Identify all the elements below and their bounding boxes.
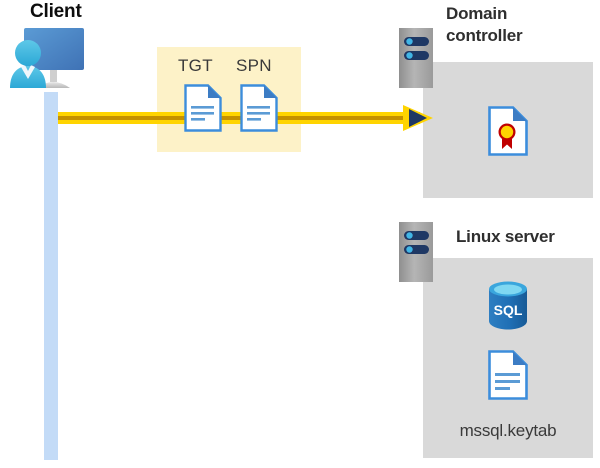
tgt-label: TGT bbox=[178, 56, 213, 75]
domain-controller-label-line2: controller bbox=[446, 26, 523, 45]
linux-server-label: Linux server bbox=[456, 227, 555, 246]
document-icon bbox=[488, 350, 528, 400]
sql-database-icon: SQL bbox=[486, 279, 530, 331]
document-icon bbox=[184, 84, 222, 132]
flow-arrowhead-icon bbox=[402, 103, 434, 133]
certificate-document-icon bbox=[488, 106, 528, 156]
keytab-filename-label: mssql.keytab bbox=[459, 421, 557, 440]
client-lifeline bbox=[44, 92, 58, 460]
spn-label: SPN bbox=[236, 56, 272, 75]
user-computer-icon bbox=[6, 26, 94, 98]
client-label: Client bbox=[30, 1, 82, 22]
domain-controller-label-line1: Domain bbox=[446, 4, 508, 23]
server-tower-icon bbox=[399, 28, 433, 88]
server-tower-icon bbox=[399, 222, 433, 282]
domain-controller-label: Domain controller bbox=[446, 3, 596, 47]
sql-label: SQL bbox=[494, 302, 523, 318]
flow-arrow-line bbox=[58, 112, 420, 124]
flow-arrow-stripe bbox=[58, 116, 420, 120]
document-icon bbox=[240, 84, 278, 132]
